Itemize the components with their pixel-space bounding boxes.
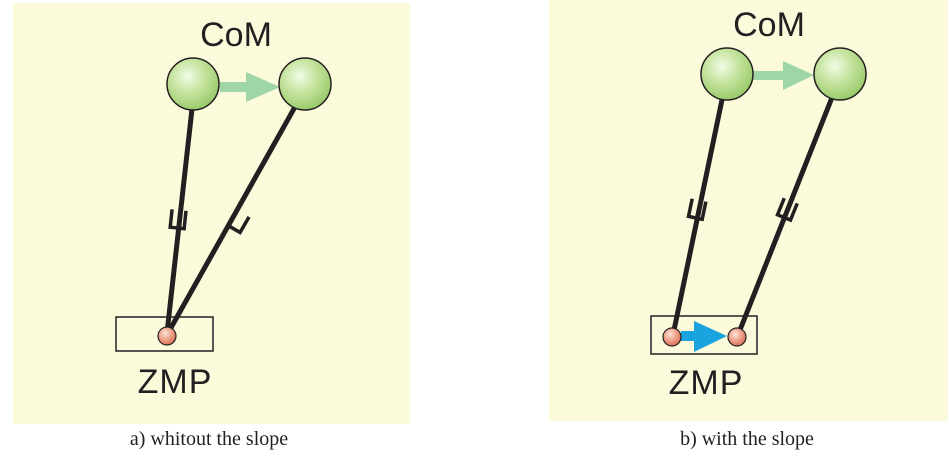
joint-marker-2 bbox=[775, 197, 799, 223]
com-shift-arrow bbox=[220, 72, 280, 102]
leg-link-1 bbox=[164, 99, 196, 334]
com-label-b: CoM bbox=[733, 6, 805, 44]
com-sphere-shifted bbox=[813, 47, 867, 101]
zmp-label-b: ZMP bbox=[668, 364, 744, 402]
zmp-label-a: ZMP bbox=[137, 363, 213, 401]
caption-b: b) with the slope bbox=[680, 428, 814, 450]
caption-a: a) whitout the slope bbox=[129, 428, 289, 450]
com-sphere-initial bbox=[166, 57, 220, 111]
zmp-dot-shifted bbox=[727, 327, 747, 347]
com-sphere-initial bbox=[700, 47, 754, 101]
zmp-dot-initial bbox=[662, 327, 682, 347]
joint-marker-1 bbox=[168, 209, 188, 231]
com-label-a: CoM bbox=[200, 16, 272, 54]
zmp-dot bbox=[157, 326, 177, 346]
zmp-support-box bbox=[650, 315, 758, 355]
panel-a-diagram bbox=[115, 57, 332, 352]
com-sphere-shifted bbox=[278, 57, 332, 111]
zmp-shift-arrow bbox=[681, 321, 727, 352]
zmp-support-box bbox=[115, 316, 214, 352]
com-shift-arrow bbox=[753, 61, 814, 90]
joint-marker-1 bbox=[686, 198, 708, 222]
joint-marker-2 bbox=[225, 208, 251, 235]
leg-link-2 bbox=[735, 94, 836, 336]
leg-link-1 bbox=[670, 94, 726, 336]
panel-b-diagram bbox=[650, 47, 867, 355]
